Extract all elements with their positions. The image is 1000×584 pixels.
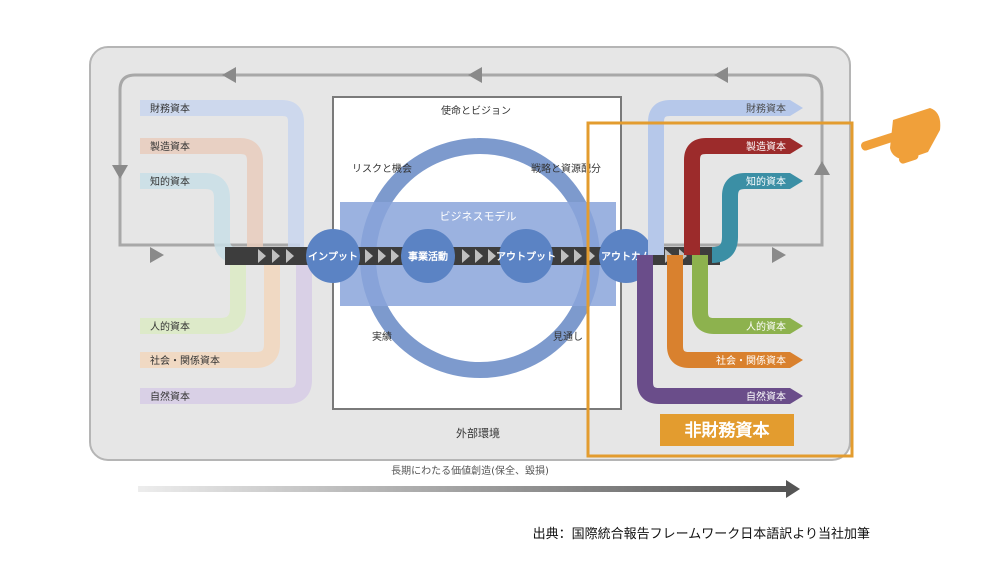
arrow-right-icon [786, 480, 800, 498]
timeline-bar [138, 486, 788, 492]
chevron-right-icon [258, 249, 266, 263]
arrow-up-icon [814, 161, 830, 175]
output-human-label: 人的資本 [746, 320, 786, 333]
non-financial-highlight [586, 121, 854, 458]
center-labels: 使命とビジョン ガバナンス リスクと機会 戦略と資源配分 ビジネスモデル 実績 … [352, 104, 601, 440]
output-social-label: 社会・関係資本 [716, 354, 786, 367]
output-capital-labels: 財務資本 製造資本 知的資本 人的資本 社会・関係資本 自然資本 [716, 102, 786, 403]
chevron-right-icon [391, 249, 399, 263]
output-natural-label: 自然資本 [746, 390, 786, 403]
chevron-right-icon [475, 249, 483, 263]
arrow-right-icon [150, 247, 164, 263]
input-node [306, 229, 360, 283]
activities-node-label: 事業活動 [408, 250, 448, 263]
mission-label: 使命とビジョン [441, 104, 511, 117]
chevron-right-icon [462, 249, 470, 263]
non-financial-label-box [660, 414, 794, 446]
performance-label: 実績 [372, 330, 392, 343]
chevron-right-icon [286, 249, 294, 263]
business-model-label: ビジネスモデル [440, 209, 517, 223]
input-manufactured-label: 製造資本 [150, 140, 190, 153]
arrow-left-icon [468, 67, 482, 83]
chevron-right-icon [488, 249, 496, 263]
output-node-label: アウトプット [496, 250, 556, 263]
output-bands [637, 100, 790, 404]
input-human-label: 人的資本 [150, 320, 190, 333]
input-intellectual-label: 知的資本 [150, 175, 190, 188]
outlook-label: 見通し [553, 331, 583, 343]
input-natural-label: 自然資本 [150, 390, 190, 403]
input-financial-label: 財務資本 [150, 102, 190, 115]
chevron-right-icon [272, 249, 280, 263]
arrow-down-icon [112, 165, 128, 179]
feedback-loop [118, 73, 824, 247]
input-social-label: 社会・関係資本 [150, 354, 220, 367]
activities-node [401, 229, 455, 283]
source-caption: 出典：国際統合報告フレームワーク日本語訳より当社加筆 [532, 527, 870, 542]
output-manufactured-label: 製造資本 [746, 140, 786, 153]
chevron-right-icon [561, 249, 569, 263]
input-capital-labels: 財務資本 製造資本 知的資本 人的資本 社会・関係資本 自然資本 [150, 102, 220, 403]
output-intellectual-label: 知的資本 [746, 175, 786, 188]
timeline-label: 長期にわたる価値創造(保全、毀損) [391, 464, 549, 477]
output-arrowheads [790, 100, 803, 404]
arrow-left-icon [714, 67, 728, 83]
external-environment-label: 外部環境 [456, 426, 500, 440]
risk-label: リスクと機会 [352, 162, 412, 175]
pointing-hand-icon [861, 108, 941, 164]
chevron-right-icon [365, 249, 373, 263]
non-financial-label: 非財務資本 [685, 420, 770, 441]
governance-label: ガバナンス [453, 129, 503, 141]
input-node-label: インプット [308, 250, 358, 263]
arrow-right-icon [772, 247, 786, 263]
output-node [499, 229, 553, 283]
output-financial-label: 財務資本 [746, 102, 786, 115]
chevron-right-icon [574, 249, 582, 263]
chevron-right-icon [378, 249, 386, 263]
strategy-label: 戦略と資源配分 [531, 162, 601, 175]
arrow-left-icon [222, 67, 236, 83]
feedback-loop-inner [118, 165, 300, 247]
